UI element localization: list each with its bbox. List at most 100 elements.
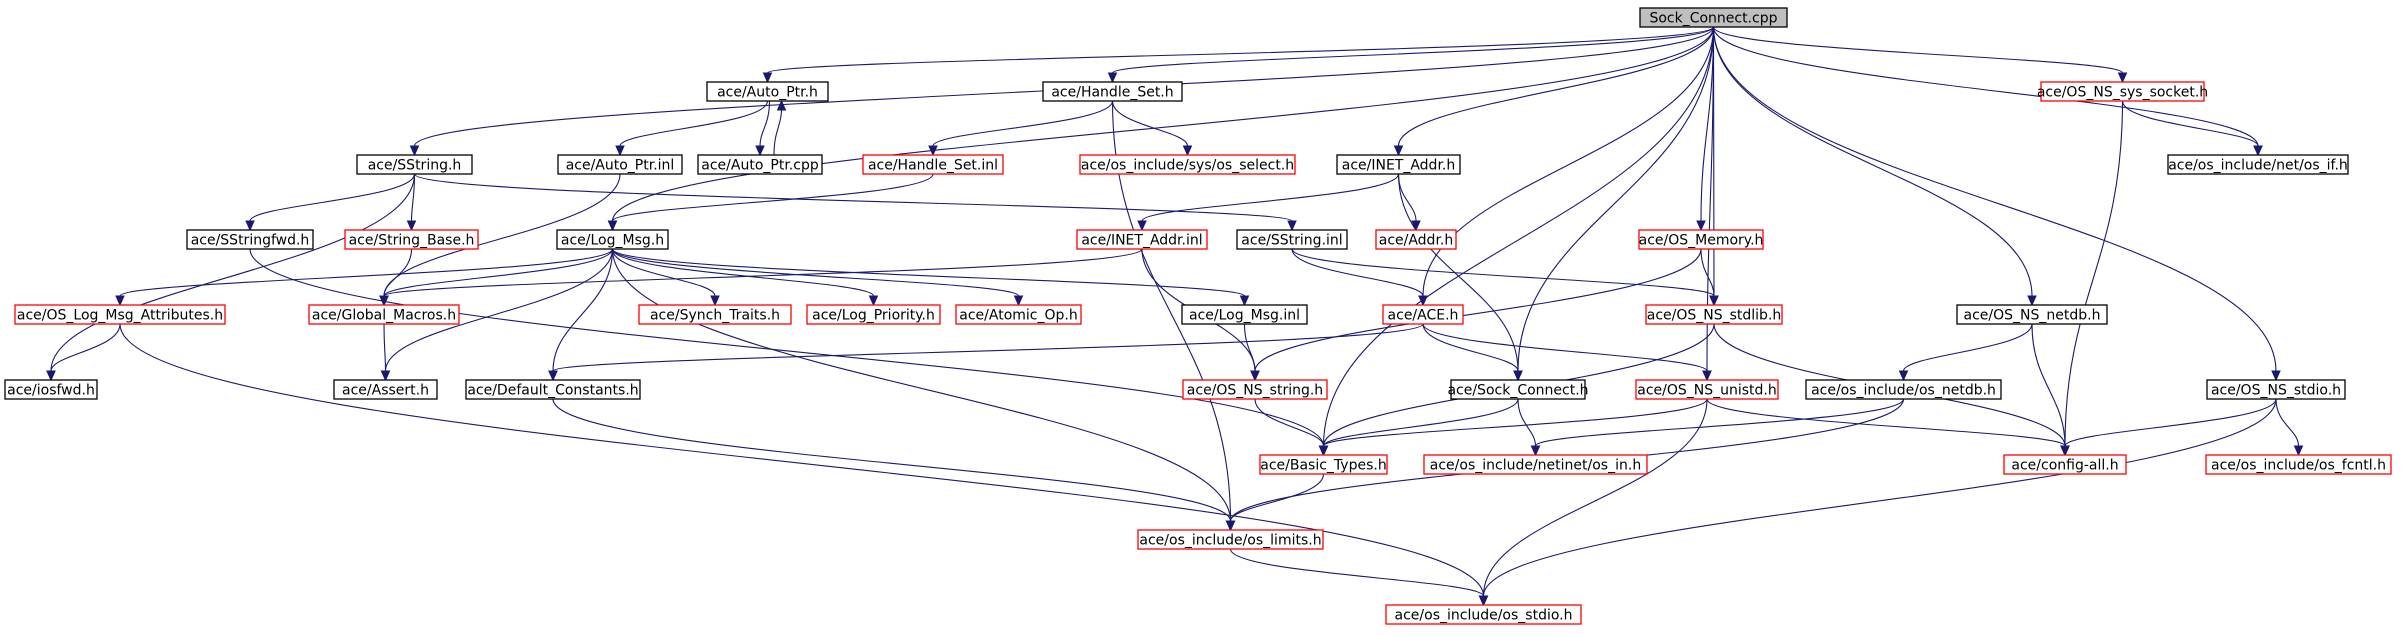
node-label: ace/os_include/net/os_if.h [2168,158,2348,174]
edge-inetaddr-h-to-inetaddr-inl [1137,173,1400,232]
node-box [1385,604,1582,625]
node-assert-h[interactable]: ace/Assert.h [333,379,438,400]
edge-arrowhead [115,295,125,307]
edge-line [1482,398,2277,597]
node-osstdlib[interactable]: ace/OS_NS_stdlib.h [1645,304,1783,325]
edge-arrowhead [1318,445,1329,457]
node-autoptr-inl[interactable]: ace/Auto_Ptr.inl [557,154,683,175]
edge-line [1322,26,1715,447]
node-globalmacros[interactable]: ace/Global_Macros.h [308,304,460,325]
node-handleset-inl[interactable]: ace/Handle_Set.inl [862,154,1004,175]
node-sstring-inl[interactable]: ace/SString.inl [1236,229,1348,250]
edge-logmsg-h-to-logpriority [611,248,879,307]
edge-arrowhead [2271,370,2281,382]
node-inetaddr-inl[interactable]: ace/INET_Addr.inl [1076,229,1208,250]
node-sockh[interactable]: ace/OS_NS_sys_socket.h [2037,81,2208,102]
node-box [1336,154,1461,175]
node-netif[interactable]: ace/os_include/net/os_if.h [2167,154,2349,175]
node-autoptr-h[interactable]: ace/Auto_Ptr.h [706,81,829,102]
edge-line [1229,548,1485,597]
node-osnetdb[interactable]: ace/OS_NS_netdb.h [1956,304,2108,325]
node-configall[interactable]: ace/config-all.h [2003,454,2127,475]
edge-arrowhead [1418,295,1428,307]
node-ace-h[interactable]: ace/ACE.h [1382,304,1464,325]
node-sockconnect-h[interactable]: ace/Sock_Connect.h [1447,379,1589,400]
edge-line [611,173,934,222]
node-label: ace/os_include/os_fcntl.h [2211,458,2386,474]
edge-ace-h-to-sockconnect-h [1422,323,1523,382]
node-handleset-h[interactable]: ace/Handle_Set.h [1042,81,1183,102]
node-logmsg-h[interactable]: ace/Log_Msg.h [556,229,669,250]
node-osfcntl[interactable]: ace/os_include/os_fcntl.h [2205,454,2392,475]
node-synchtraits[interactable]: ace/Synch_Traits.h [638,304,792,325]
node-label: ace/OS_Log_Msg_Attributes.h [17,308,223,324]
node-box [465,379,641,400]
edge-arrowhead [1287,220,1297,232]
node-logmsg-inl[interactable]: ace/Log_Msg.inl [1181,304,1308,325]
edge-line [1700,248,1715,297]
edge-arrowhead [1239,295,1250,307]
edge-osmemory-to-osstdlib [1700,248,1719,307]
edge-globalmacros-to-assert-h [380,323,391,382]
node-stringbase[interactable]: ace/String_Base.h [344,229,479,250]
nodes-layer: Sock_Connect.cpp ace/Auto_Ptr.h ace/Handle… [4,7,2392,625]
edge-osnetdbinc-to-netinetin [1530,398,1905,457]
edge-line [1712,26,2259,147]
node-label: ace/Default_Constants.h [467,383,638,399]
node-label: ace/Auto_Ptr.cpp [701,158,819,174]
edge-line [2064,398,2277,447]
node-osnetdbinc[interactable]: ace/os_include/os_netdb.h [1805,379,2002,400]
node-iosfwd[interactable]: ace/iosfwd.h [4,379,98,400]
node-autoptr-cpp[interactable]: ace/Auto_Ptr.cpp [697,154,823,175]
edge-arrowhead [245,220,255,232]
edge-arrowhead [1478,595,1489,607]
node-osunistd[interactable]: ace/OS_NS_unistd.h [1635,379,1779,400]
node-box [1450,379,1586,400]
node-sstring-h[interactable]: ace/SString.h [356,154,473,175]
node-root[interactable]: Sock_Connect.cpp [1639,7,1788,28]
node-osstdio-ns[interactable]: ace/OS_NS_stdio.h [2206,379,2346,400]
edge-autoptr-h-to-autoptr-cpp [755,100,771,157]
node-box [806,304,941,325]
edge-line [384,248,614,372]
node-inetaddr-h[interactable]: ace/INET_Addr.h [1336,154,1461,175]
node-box [356,154,473,175]
edge-osstdio-ns-to-osstdio [1478,398,2277,607]
node-label: ace/Addr.h [1379,233,1454,249]
node-box [556,229,669,250]
node-osmemory[interactable]: ace/OS_Memory.h [1638,229,1764,250]
edge-line [1712,26,2124,74]
edge-line [50,323,121,372]
node-box [344,229,479,250]
node-oslogattr[interactable]: ace/OS_Log_Msg_Attributes.h [14,304,226,325]
node-box [1181,304,1308,325]
node-sysselect[interactable]: ace/os_include/sys/os_select.h [1079,154,1296,175]
edge-line [611,248,875,297]
edge-arrowhead [406,220,417,232]
node-defconst[interactable]: ace/Default_Constants.h [465,379,641,400]
node-box [557,154,683,175]
node-osstdio[interactable]: ace/os_include/os_stdio.h [1385,604,1582,625]
edge-line [1397,26,1715,147]
node-box [1805,379,2002,400]
node-basictypes[interactable]: ace/Basic_Types.h [1259,454,1388,475]
node-sstringfwd[interactable]: ace/SStringfwd.h [186,229,314,250]
node-box [1137,529,1324,550]
node-box [1042,81,1183,102]
edge-line [1229,473,1325,522]
node-netinetin[interactable]: ace/os_include/netinet/os_in.h [1423,454,1648,475]
node-osnsstring[interactable]: ace/OS_NS_string.h [1182,379,1328,400]
edge-line [1517,398,1537,447]
edge-arrowhead [710,295,720,307]
node-logpriority[interactable]: ace/Log_Priority.h [806,304,941,325]
node-atomicop[interactable]: ace/Atomic_Op.h [955,304,1082,325]
edge-logmsg-h-to-atomicop [611,248,1024,307]
edge-osnsstring-to-basictypes [1254,398,1329,457]
node-box [1635,379,1779,400]
node-box [1079,154,1296,175]
node-label: Sock_Connect.cpp [1649,11,1777,27]
node-box [697,154,823,175]
node-addr-h[interactable]: ace/Addr.h [1375,229,1457,250]
node-oslimits[interactable]: ace/os_include/os_limits.h [1137,529,1324,550]
edge-line [1517,26,1715,372]
